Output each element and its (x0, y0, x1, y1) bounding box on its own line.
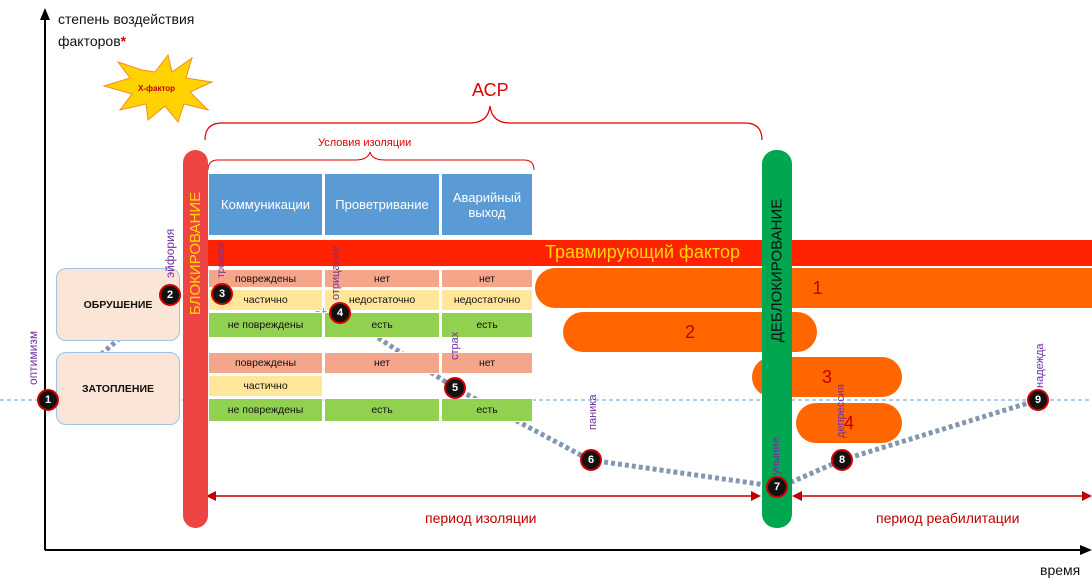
y-axis-label-text: факторов (58, 33, 121, 49)
x-axis-arrow (1080, 545, 1092, 555)
state-panic: паника (587, 394, 599, 430)
col-header-emergency-exit: Аварийный выход (441, 173, 533, 236)
point-3: 3 (211, 283, 233, 305)
point-2: 2 (159, 284, 181, 306)
blocking-label: БЛОКИРОВАНИЕ (187, 191, 205, 316)
col-header-communications: Коммуникации (208, 173, 323, 236)
asr-brace (204, 105, 763, 141)
point-7: 7 (766, 476, 788, 498)
state-denial: отрицание (330, 246, 342, 300)
collapse-cell: нет (441, 269, 533, 288)
flood-cell: частично (208, 375, 323, 397)
state-fear: страх (449, 331, 461, 360)
col-header-ventilation: Проветривание (324, 173, 440, 236)
x-axis-label: время (1040, 562, 1081, 578)
deblocking-bar: ДЕБЛОКИРОВАНИЕ (762, 150, 792, 528)
state-despondency: уныние (770, 437, 782, 475)
state-euphoria: эйфория (163, 228, 177, 278)
state-depression: депрессия (835, 384, 847, 438)
y-axis-label-line1: степень воздействия (58, 11, 195, 27)
xfactor-star (102, 53, 214, 124)
point-4: 4 (329, 302, 351, 324)
collapse-cell: нет (324, 269, 440, 288)
state-hope: надежда (1034, 343, 1046, 389)
collapse-cell: есть (441, 312, 533, 338)
point-9: 9 (1027, 389, 1049, 411)
flood-cell: нет (324, 352, 440, 374)
collapse-cell: частично (208, 289, 323, 311)
xfactor-label: Х-фактор (138, 84, 176, 93)
point-1: 1 (37, 389, 59, 411)
flood-cell: нет (441, 352, 533, 374)
flood-cell: повреждены (208, 352, 323, 374)
collapse-cell: недостаточно (324, 289, 440, 311)
flood-cell: не повреждены (208, 398, 323, 422)
scenario-collapse: ОБРУШЕНИЕ (56, 268, 180, 341)
y-axis-arrow (40, 8, 50, 20)
trauma-factor-label: Травмирующий фактор (545, 242, 740, 262)
isolation-period-label: период изоляции (425, 510, 537, 526)
collapse-cell: недостаточно (441, 289, 533, 311)
y-axis-asterisk: * (120, 33, 127, 49)
state-anxiety: тревога (216, 242, 227, 278)
y-axis-label: степень воздействия факторов* (58, 8, 194, 52)
point-6: 6 (580, 449, 602, 471)
flood-cell: есть (324, 398, 440, 422)
isolation-conditions-label: Условия изоляции (318, 137, 412, 149)
asr-label: АСР (472, 80, 509, 100)
isolation-brace (207, 151, 535, 171)
point-5: 5 (444, 377, 466, 399)
trauma-factor-band (205, 240, 1092, 266)
blocking-bar: БЛОКИРОВАНИЕ (183, 150, 208, 528)
deblocking-label: ДЕБЛОКИРОВАНИЕ (768, 198, 786, 343)
factor-bar-4: 4 (796, 403, 902, 443)
scenario-flood: ЗАТОПЛЕНИЕ (56, 352, 180, 425)
rehab-period-label: период реабилитации (876, 510, 1020, 526)
collapse-cell: повреждены (208, 269, 323, 288)
y-axis-label-line2: факторов* (58, 30, 194, 52)
factor-bar-1: 1 (535, 268, 1092, 308)
flood-cell: есть (441, 398, 533, 422)
collapse-cell: не повреждены (208, 312, 323, 338)
point-8: 8 (831, 449, 853, 471)
state-optimism: оптимизм (26, 330, 40, 385)
